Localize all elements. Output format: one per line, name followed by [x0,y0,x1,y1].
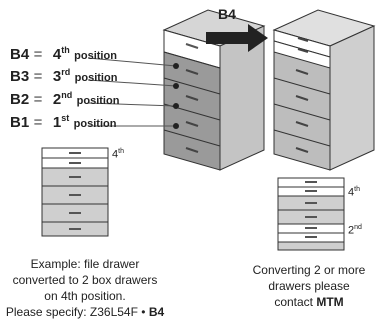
ord-b4: 4 [52,46,62,63]
label-b2: B2 = 2nd position [10,90,119,109]
small-left-suffix: th [118,148,124,155]
caption-left-bullet: • [141,305,146,319]
equals-b2: = [33,91,43,108]
code-b1: B1 [10,114,30,131]
label-b4: B4 = 4th position [10,45,117,64]
small-stack-right [277,177,345,251]
ord-b2: 2 [52,91,62,108]
leader-b3 [87,79,177,87]
small-right-label-1: 4th [348,186,360,199]
small-left-label: 4th [112,148,124,161]
small-right-ord-2: 2 [348,224,355,237]
small-right-suffix-2: nd [354,224,362,231]
dot-b4 [173,63,179,69]
small-left-ord: 4 [112,148,119,161]
code-b4: B4 [10,46,30,63]
small-right-suffix-1: th [354,186,360,193]
caption-left-line2: converted to 2 box drawers [12,273,158,287]
caption-right: Converting 2 or more drawers please cont… [238,262,380,310]
dot-b2 [173,103,179,109]
caption-left-line3: on 4th position. [44,289,126,303]
equals-b1: = [33,114,43,131]
code-b2: B2 [10,91,30,108]
label-b3: B3 = 3rd position [10,67,117,86]
caption-left-code: B4 [148,305,165,319]
right-cabinet-illustration [272,9,376,171]
caption-left-line1: Example: file drawer [30,257,140,271]
suffix-b3: rd [61,67,71,77]
arrow-label: B4 [218,6,236,22]
ord-b1: 1 [52,114,62,131]
caption-left-line4: Please specify: Z36L54F • B4 [0,304,170,320]
caption-right-line3: contact MTM [238,294,380,310]
suffix-b1: st [61,113,70,123]
code-b3: B3 [10,68,30,85]
suffix-b4: th [61,45,70,55]
label-b1: B1 = 1st position [10,113,116,132]
word-b4: position [74,50,117,62]
caption-right-line1: Converting 2 or more [252,263,366,277]
suffix-b2: nd [61,90,73,100]
caption-right-line2: drawers please [268,279,350,293]
leader-b2 [87,102,177,107]
ord-b3: 3 [52,68,62,85]
word-b1: position [73,118,117,130]
word-b2: position [76,95,120,107]
caption-left: Example: file drawer converted to 2 box … [0,256,170,320]
caption-left-spec: Please specify: Z36L54F [5,305,138,319]
equals-b3: = [33,68,43,85]
word-b3: position [74,72,118,84]
small-stack-left [41,147,109,237]
caption-right-brand: MTM [316,295,344,309]
dot-b1 [173,123,179,129]
leader-b4 [87,57,177,67]
equals-b4: = [33,46,43,63]
small-right-label-2: 2nd [348,224,362,237]
small-right-ord-1: 4 [348,186,355,199]
caption-right-contact: contact [274,295,314,309]
dot-b3 [173,83,179,89]
arrow-right-icon [206,24,268,52]
